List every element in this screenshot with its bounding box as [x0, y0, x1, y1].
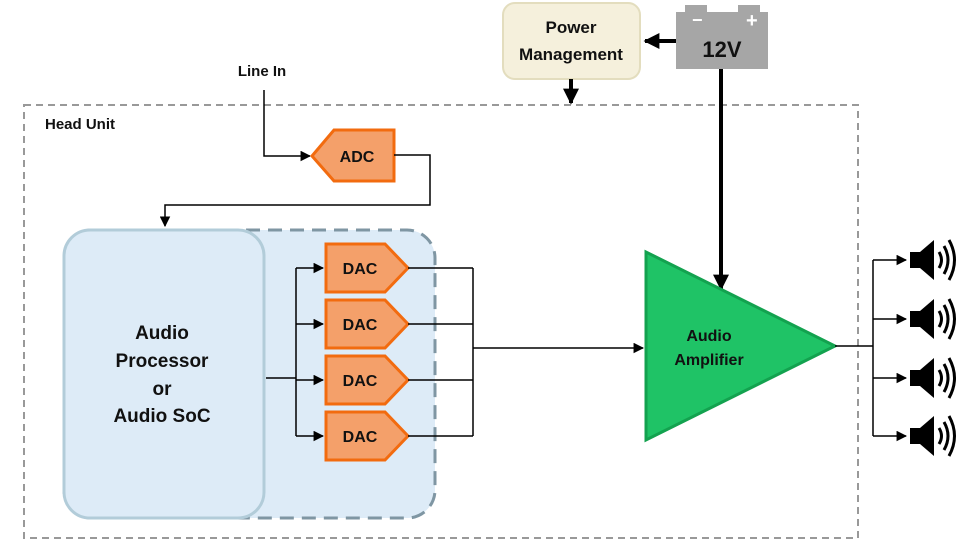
line-in-to-adc-wire — [263, 90, 312, 162]
dac-label-2: DAC — [343, 317, 378, 334]
processor-label-line4: Audio SoC — [113, 406, 210, 427]
head-unit-label: Head Unit — [45, 116, 115, 133]
dac-label-3: DAC — [343, 373, 378, 390]
adc-to-processor-wire — [159, 154, 431, 228]
power-management-label-line1: Power — [545, 18, 596, 37]
dac-block-3 — [324, 354, 411, 406]
speaker-icon — [910, 239, 956, 281]
processor-label-line3: or — [153, 379, 173, 400]
adc-label: ADC — [340, 149, 375, 166]
amplifier-label-line1: Audio — [686, 328, 732, 345]
audio-amplifier-block — [644, 249, 839, 443]
battery-voltage-label: 12V — [702, 37, 741, 62]
power-management-label-line2: Management — [519, 45, 623, 64]
dac-block-4 — [324, 410, 411, 462]
battery-icon — [676, 5, 768, 69]
battery-plus-sign: + — [746, 10, 758, 32]
speaker-icon — [910, 298, 956, 340]
battery-minus-sign: − — [692, 10, 703, 30]
amplifier-label-line2: Amplifier — [674, 352, 743, 369]
audio-processor-box — [62, 228, 266, 520]
head-unit-boundary — [23, 104, 859, 539]
processor-label-line1: Audio — [135, 323, 189, 344]
power-management-box — [502, 2, 641, 80]
speaker-icon — [910, 357, 956, 399]
speaker-icon — [910, 415, 956, 457]
dac-block-2 — [324, 298, 411, 350]
dac-block-1 — [324, 242, 411, 294]
dac-label-4: DAC — [343, 429, 378, 446]
line-in-label: Line In — [238, 63, 286, 80]
dac-label-1: DAC — [343, 261, 378, 278]
processor-label-line2: Processor — [116, 351, 210, 372]
